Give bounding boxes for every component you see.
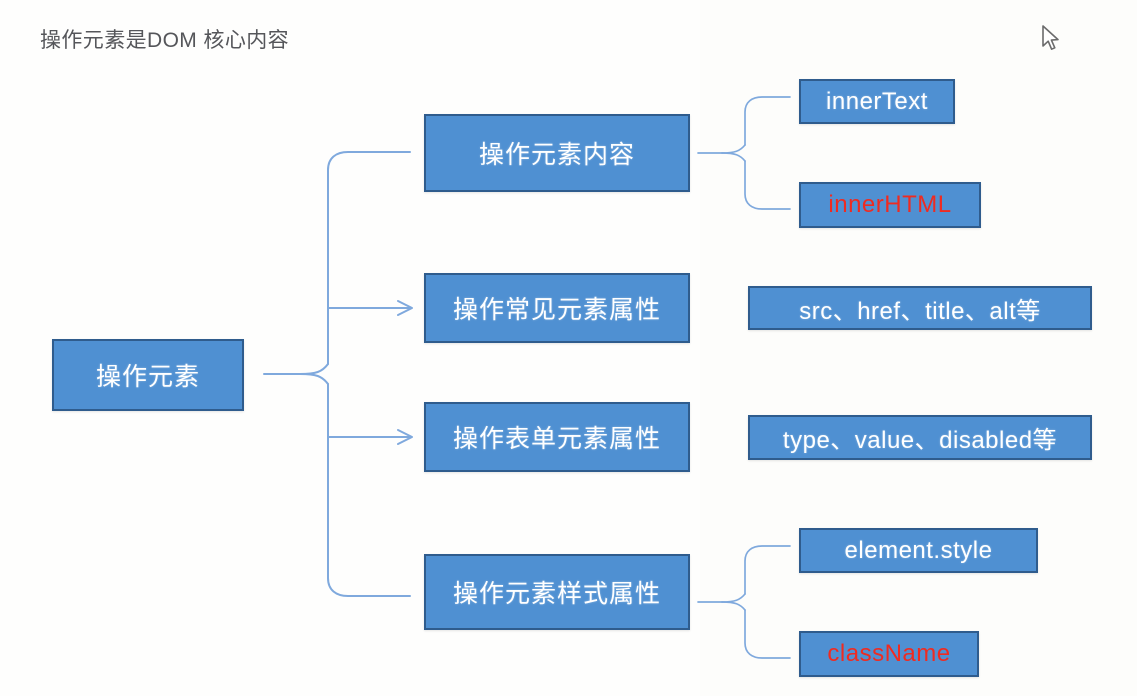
mouse-pointer-icon [1042, 25, 1059, 50]
node-operate-common-element-attributes[interactable]: 操作常见元素属性 [424, 273, 690, 343]
leaf-element-style[interactable]: element.style [799, 528, 1038, 573]
node-operate-form-element-attributes[interactable]: 操作表单元素属性 [424, 402, 690, 472]
node-operate-element-style-attributes[interactable]: 操作元素样式属性 [424, 554, 690, 630]
leaf-innerhtml[interactable]: innerHTML [799, 182, 981, 228]
leaf-classname[interactable]: className [799, 631, 979, 677]
node-root[interactable]: 操作元素 [52, 339, 244, 411]
leaf-innertext[interactable]: innerText [799, 79, 955, 124]
style-brace-connector [697, 545, 791, 659]
node-operate-element-content[interactable]: 操作元素内容 [424, 114, 690, 192]
page-title: 操作元素是DOM 核心内容 [40, 29, 290, 52]
leaf-common-attributes-list[interactable]: src、href、title、alt等 [748, 286, 1092, 330]
content-brace-connector [697, 96, 791, 210]
leaf-form-attributes-list[interactable]: type、value、disabled等 [748, 415, 1092, 460]
main-brace-connector [263, 151, 413, 597]
